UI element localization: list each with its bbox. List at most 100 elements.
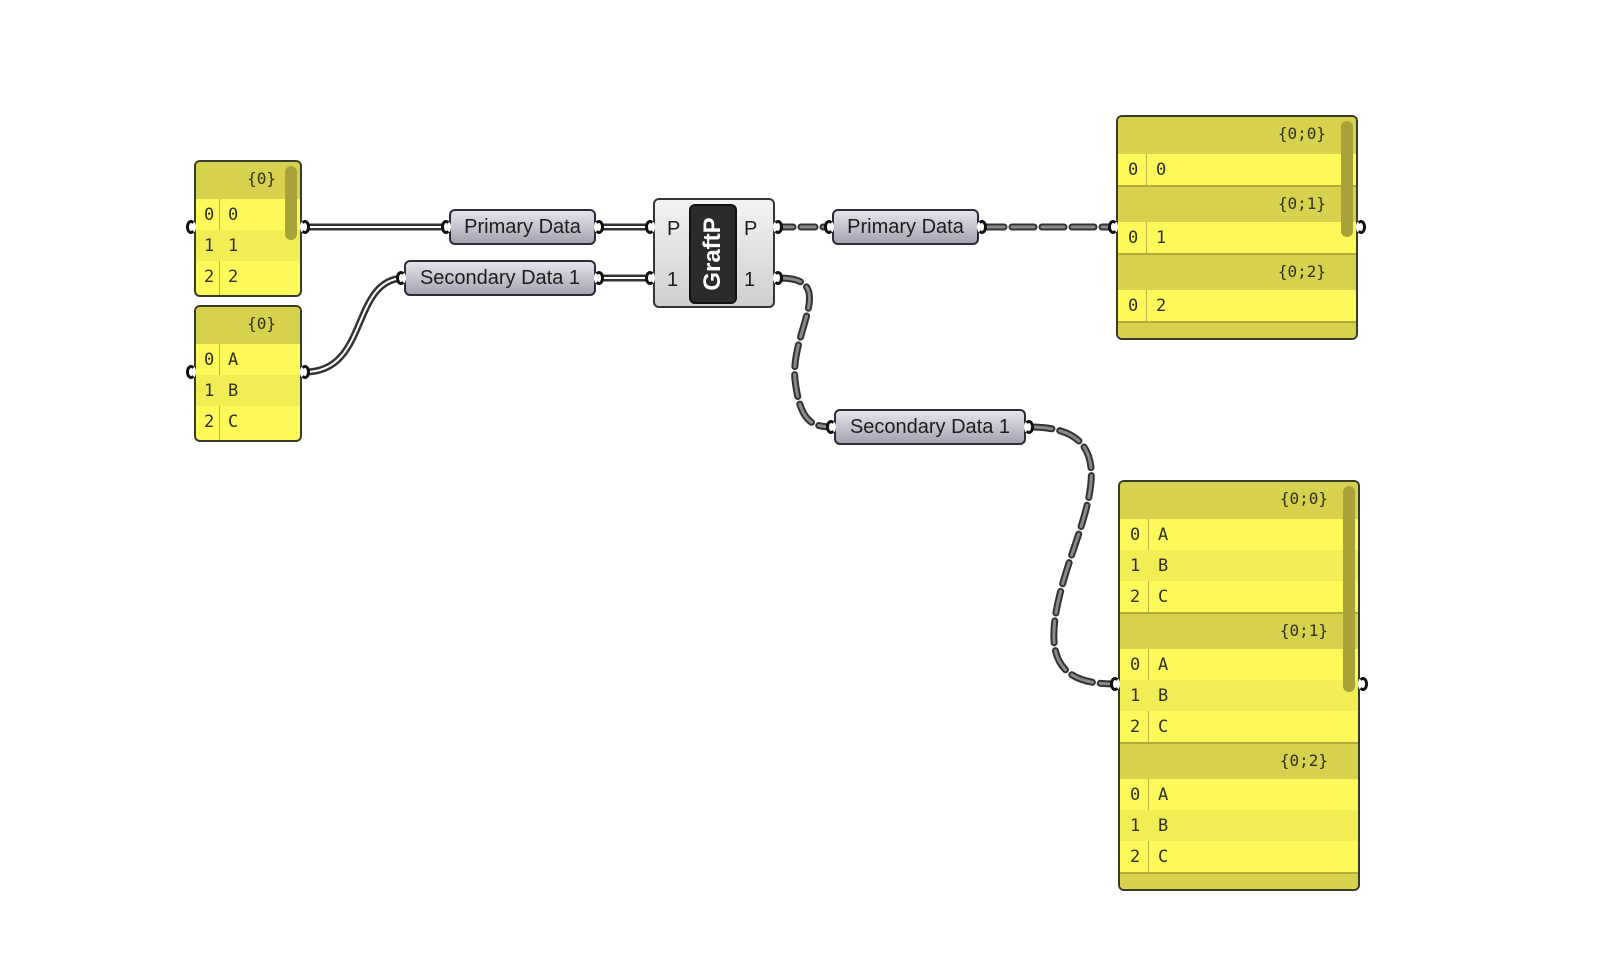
param-primary-in-input-grip[interactable] <box>441 220 451 234</box>
row-index: 0 <box>1128 160 1139 180</box>
row-index: 0 <box>204 205 215 225</box>
panel-branch-header: {0;2} <box>1118 253 1356 290</box>
param-secondary-data-in[interactable]: Secondary Data 1 <box>404 260 596 296</box>
panel-index-divider <box>219 307 220 440</box>
output-port-p[interactable]: P <box>744 218 758 240</box>
panel-numbers-input-grip[interactable] <box>186 220 196 234</box>
panel-primary-result-input-grip[interactable] <box>1108 220 1118 234</box>
param-primary-data-in[interactable]: Primary Data <box>449 209 596 245</box>
panel-primary-result-output-grip[interactable] <box>1356 220 1366 234</box>
row-value: 0 <box>228 205 239 225</box>
branch-path: {0;0} <box>1279 489 1328 508</box>
panel-scrollbar[interactable] <box>1341 121 1353 237</box>
panel-secondary-result-output-grip[interactable] <box>1358 677 1368 691</box>
input-port-p[interactable]: P <box>667 218 681 240</box>
graftp-output-grip-1[interactable] <box>773 271 783 285</box>
row-index: 2 <box>204 412 215 432</box>
panel-scrollbar[interactable] <box>285 166 297 240</box>
row-value: A <box>228 350 239 370</box>
param-primary-in-output-grip[interactable] <box>594 220 604 234</box>
component-name-badge: GraftP <box>689 204 737 304</box>
row-value: C <box>1158 717 1169 737</box>
row-value: A <box>1158 785 1169 805</box>
param-label: Secondary Data 1 <box>419 266 581 289</box>
param-primary-out-input-grip[interactable] <box>824 220 834 234</box>
row-value: B <box>1158 686 1169 706</box>
panel-index-divider <box>219 162 220 295</box>
param-secondary-data-out[interactable]: Secondary Data 1 <box>834 409 1026 445</box>
row-value: 2 <box>1156 296 1167 316</box>
panel-index-divider <box>1146 117 1147 338</box>
param-secondary-in-output-grip[interactable] <box>594 271 604 285</box>
param-secondary-out-input-grip[interactable] <box>826 420 836 434</box>
graftp-component[interactable]: P 1 GraftP P 1 <box>653 198 775 308</box>
row-index: 0 <box>1128 296 1139 316</box>
panel-numbers-output-grip[interactable] <box>300 220 310 234</box>
panel-letters-input-grip[interactable] <box>186 365 196 379</box>
graftp-input-grip-1[interactable] <box>645 271 655 285</box>
branch-path: {0} <box>247 169 276 188</box>
graftp-output-grip-p[interactable] <box>773 220 783 234</box>
param-label: Primary Data <box>464 215 581 238</box>
row-value: 1 <box>228 236 239 256</box>
panel-branch-header: {0;2} <box>1120 742 1358 779</box>
row-value: A <box>1158 655 1169 675</box>
row-value: 0 <box>1156 160 1167 180</box>
graftp-input-grip-p[interactable] <box>645 220 655 234</box>
panel-secondary-result-input-grip[interactable] <box>1110 677 1120 691</box>
row-index: 0 <box>1130 525 1141 545</box>
branch-path: {0;1} <box>1277 194 1326 213</box>
panel-branch-header: {0;1} <box>1120 612 1358 649</box>
component-name: GraftP <box>699 217 726 291</box>
row-value: B <box>1158 816 1169 836</box>
row-value: 1 <box>1156 228 1167 248</box>
row-index: 2 <box>1130 717 1141 737</box>
param-primary-data-out[interactable]: Primary Data <box>832 209 979 245</box>
panel-branch-header-partial <box>1118 321 1356 338</box>
row-index: 0 <box>1130 785 1141 805</box>
param-label: Primary Data <box>847 215 964 238</box>
row-index: 2 <box>1130 587 1141 607</box>
panel-letters-output-grip[interactable] <box>300 365 310 379</box>
row-index: 0 <box>1130 655 1141 675</box>
input-port-1[interactable]: 1 <box>667 269 679 291</box>
panel-branch-header: {0;0} <box>1120 482 1358 519</box>
branch-path: {0;1} <box>1279 621 1328 640</box>
row-value: B <box>1158 556 1169 576</box>
panel-branch-header: {0;1} <box>1118 185 1356 222</box>
row-index: 0 <box>204 350 215 370</box>
param-secondary-out-output-grip[interactable] <box>1024 420 1034 434</box>
param-secondary-in-input-grip[interactable] <box>396 271 406 285</box>
row-value: A <box>1158 525 1169 545</box>
row-index: 1 <box>1130 686 1141 706</box>
panel-scrollbar[interactable] <box>1343 486 1355 692</box>
row-index: 2 <box>204 267 215 287</box>
output-port-1[interactable]: 1 <box>744 269 756 291</box>
branch-path: {0;2} <box>1277 262 1326 281</box>
param-label: Secondary Data 1 <box>849 415 1011 438</box>
param-primary-out-output-grip[interactable] <box>977 220 987 234</box>
branch-path: {0;2} <box>1279 751 1328 770</box>
row-value: C <box>228 412 239 432</box>
row-index: 1 <box>204 381 215 401</box>
